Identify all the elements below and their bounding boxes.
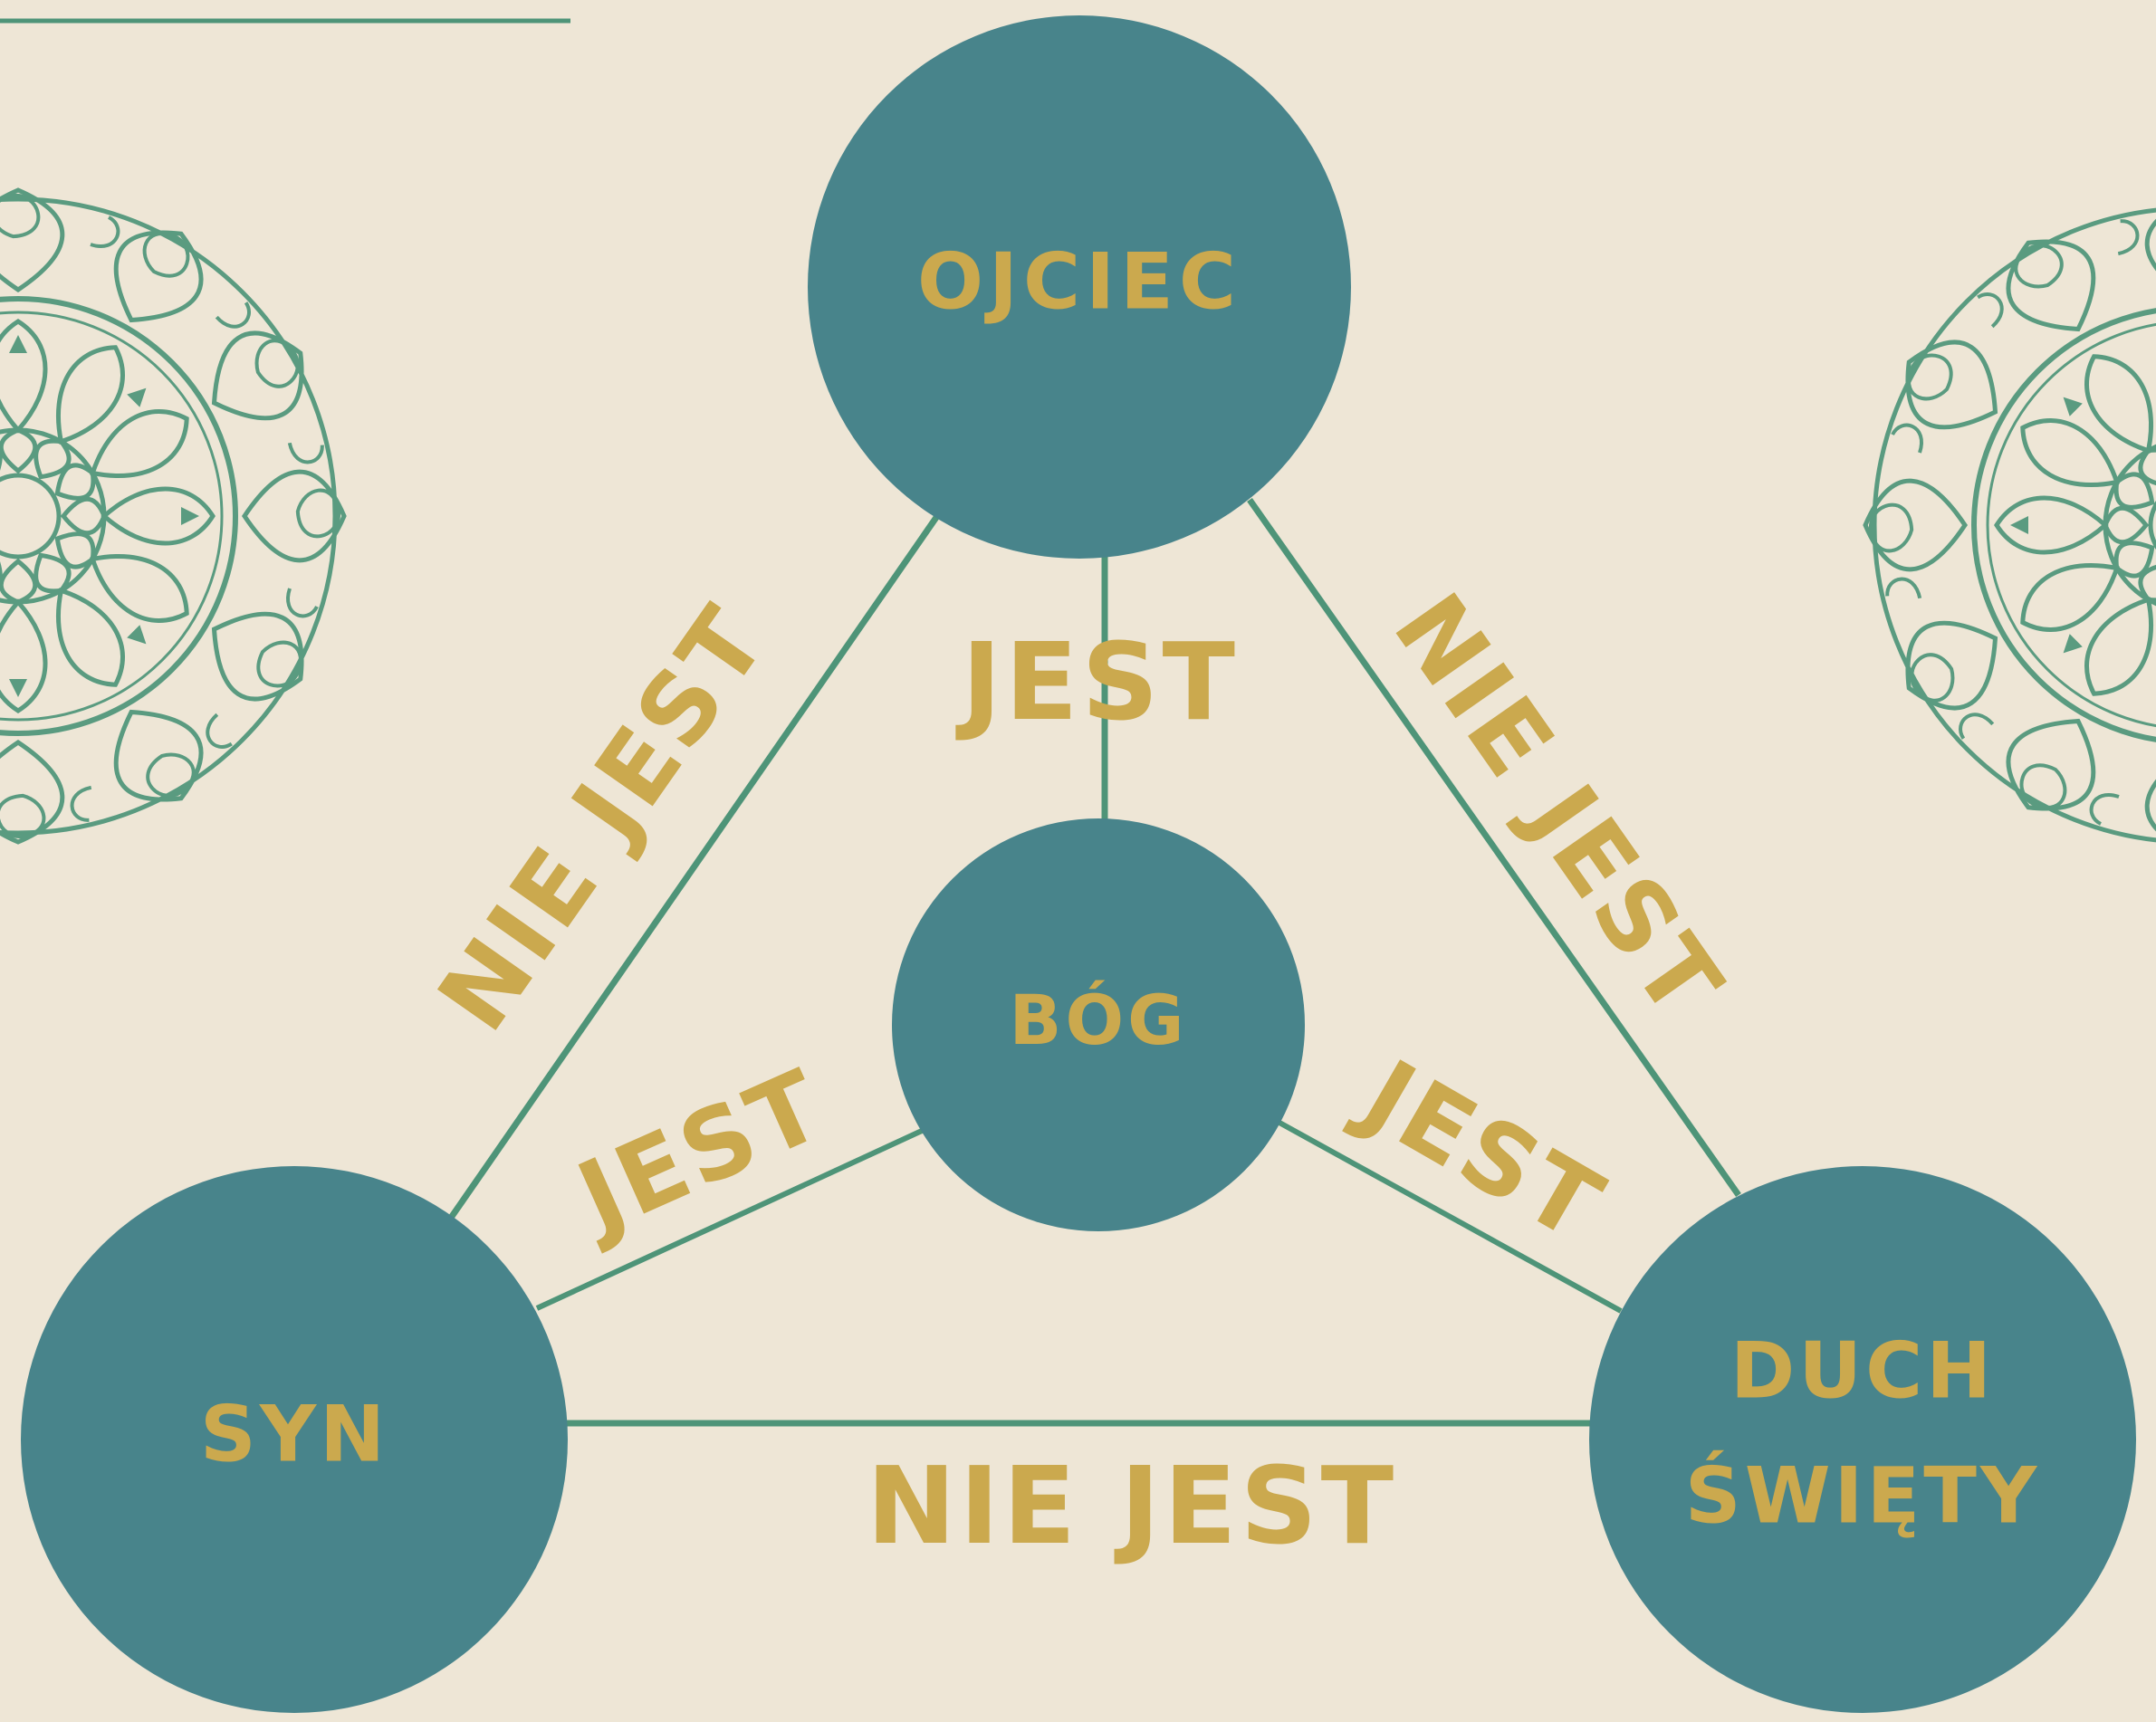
node-ojciec-circle	[808, 15, 1351, 559]
edge-label-syn-duch: NIE JEST	[867, 1443, 1397, 1568]
node-syn: SYN	[21, 1166, 568, 1713]
edge-label-ojciec-duch: NIE JEST	[1372, 574, 1745, 1039]
node-duch-swiety-label-line1: DUCH	[1730, 1325, 1995, 1416]
edge-line-ojciec-syn	[448, 514, 940, 1220]
edge-label-ojciec-syn: NIE JEST	[417, 586, 791, 1051]
edge-line-ojciec-duch	[1247, 497, 1741, 1198]
node-bog: BÓG	[892, 818, 1305, 1231]
node-syn-circle	[21, 1166, 568, 1713]
edge-label-syn-bog: JEST	[557, 1048, 841, 1258]
node-ojciec: OJCIEC	[808, 15, 1351, 559]
edge-line-syn-bog	[535, 1128, 924, 1311]
node-ojciec-label: OJCIEC	[917, 236, 1241, 327]
mandala-ornament-right	[1847, 181, 2156, 868]
node-duch-swiety: DUCH ŚWIĘTY	[1589, 1166, 2136, 1713]
node-bog-label: BÓG	[1010, 979, 1188, 1060]
mandala-ornament-left	[0, 172, 362, 859]
edge-line-duch-bog	[1278, 1120, 1623, 1314]
node-duch-swiety-circle	[1589, 1166, 2136, 1713]
node-syn-label: SYN	[200, 1389, 388, 1479]
edge-label-ojciec-bog: JEST	[955, 619, 1239, 744]
node-bog-circle	[892, 818, 1305, 1231]
edge-label-duch-bog: JEST	[1339, 1036, 1622, 1264]
node-duch-swiety-label-line2: ŚWIĘTY	[1685, 1449, 2040, 1541]
